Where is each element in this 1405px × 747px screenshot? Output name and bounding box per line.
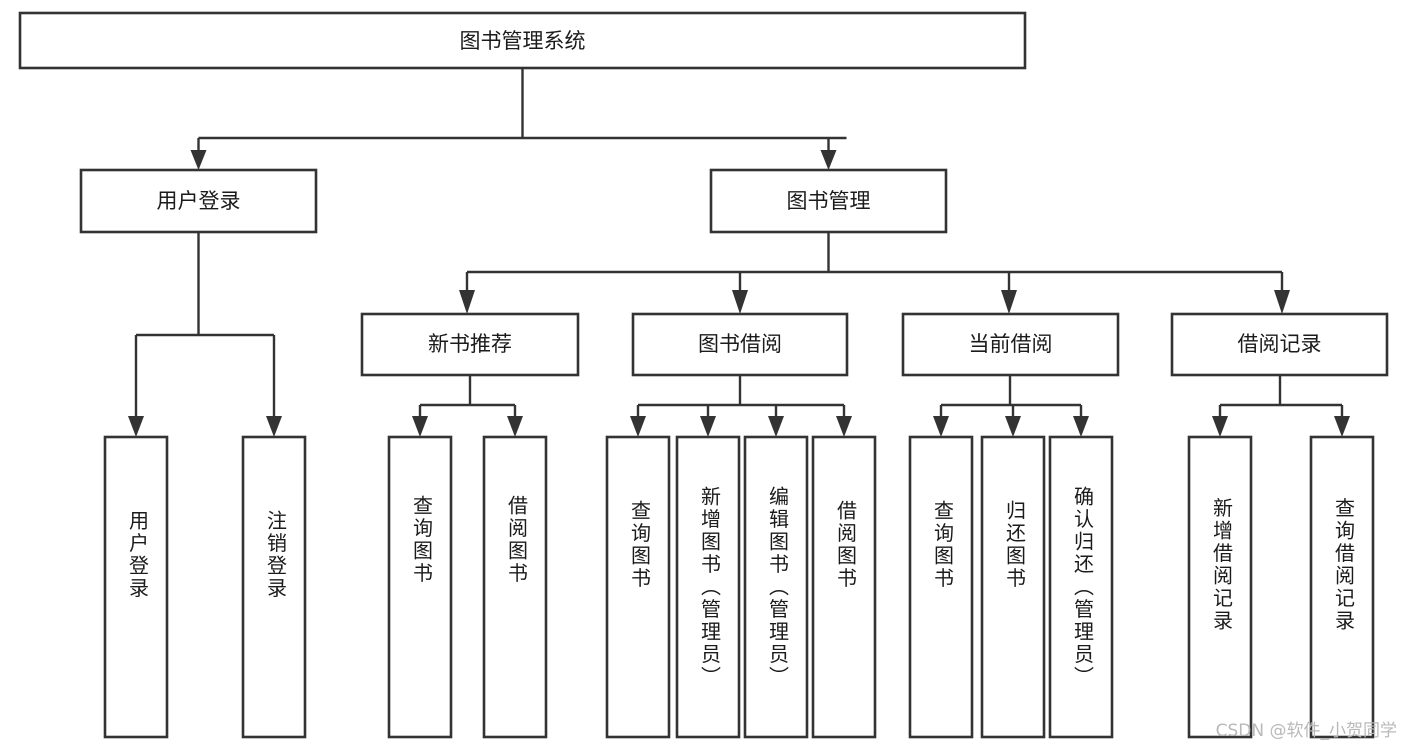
node-leaf-logout[interactable]: 注销登录 [241,435,307,739]
node-leaf-query-borrow-record[interactable]: 查询借阅记录 [1309,435,1375,739]
node-leaf-borrow-book-rec[interactable]: 借阅图书 [482,435,548,739]
node-leaf-borrow-book-rec-label: 借阅图书 [505,495,529,585]
arrow-current-leaf-3 [1073,416,1089,437]
connectors [128,68,1350,437]
node-leaf-return-book-label: 归还图书 [1003,500,1027,590]
node-current-borrow-label: 当前借阅 [969,332,1053,356]
arrow-borrow-leaf-1 [630,416,646,437]
node-user-login-rect[interactable] [79,168,318,234]
node-borrow-record[interactable]: 借阅记录 [1170,312,1389,377]
node-leaf-query-borrow-record-label: 查询借阅记录 [1332,497,1356,632]
arrow-borrow-leaf-2 [700,416,716,437]
arrow-userlogin-leaf-2 [266,416,282,437]
node-leaf-confirm-return-admin-rect[interactable] [1048,435,1114,739]
arrow-record-leaf-1 [1212,416,1228,437]
node-leaf-user-login-rect[interactable] [103,435,169,739]
arrow-borrow-leaf-3 [768,416,784,437]
node-leaf-query-book-borrow[interactable]: 查询图书 [605,435,671,739]
node-leaf-logout-rect[interactable] [241,435,307,739]
node-new-book-recommend[interactable]: 新书推荐 [360,312,580,377]
arrow-bookmgmt-to-record [1274,290,1290,314]
node-leaf-query-book-borrow-rect[interactable] [605,435,671,739]
node-user-login-label: 用户登录 [157,189,241,213]
arrow-bookmgmt-to-newbook [459,290,475,314]
node-leaf-add-borrow-record-rect[interactable] [1187,435,1253,739]
node-book-borrow-rect[interactable] [631,312,849,377]
node-leaf-add-book-admin[interactable]: 新增图书（管理员） [675,435,741,739]
node-leaf-user-login-label: 用户登录 [126,510,150,600]
arrow-current-leaf-2 [1005,416,1021,437]
arrow-newbook-leaf-2 [507,416,523,437]
arrow-newbook-leaf-1 [412,416,428,437]
node-leaf-add-book-admin-label: 新增图书（管理员） [698,485,722,688]
node-leaf-edit-book-admin-rect[interactable] [743,435,809,739]
node-leaf-query-book-current-rect[interactable] [908,435,974,739]
node-root-rect[interactable] [18,11,1027,70]
node-root[interactable]: 图书管理系统 [18,11,1027,70]
node-leaf-borrow-book-rec-rect[interactable] [482,435,548,739]
node-book-borrow[interactable]: 图书借阅 [631,312,849,377]
node-book-management-label: 图书管理 [787,189,871,213]
node-leaf-confirm-return-admin-label: 确认归还（管理员） [1071,485,1095,688]
arrow-bookmgmt-to-current [1001,290,1017,314]
node-leaf-edit-book-admin-label: 编辑图书（管理员） [766,485,790,688]
node-leaf-user-login[interactable]: 用户登录 [103,435,169,739]
node-leaf-add-book-admin-rect[interactable] [675,435,741,739]
node-user-login[interactable]: 用户登录 [79,168,318,234]
node-leaf-confirm-return-admin[interactable]: 确认归还（管理员） [1048,435,1114,739]
arrow-userlogin-leaf-1 [128,416,144,437]
arrow-root-to-book-mgmt [820,150,837,170]
node-leaf-query-book-current[interactable]: 查询图书 [908,435,974,739]
arrow-borrow-leaf-4 [836,416,852,437]
arrow-record-leaf-2 [1334,416,1350,437]
node-leaf-query-book-borrow-label: 查询图书 [628,500,652,590]
node-leaf-return-book[interactable]: 归还图书 [980,435,1046,739]
node-leaf-query-book-current-label: 查询图书 [931,500,955,590]
node-leaf-logout-label: 注销登录 [264,510,288,600]
node-leaf-query-book-rec[interactable]: 查询图书 [387,435,453,739]
node-current-borrow[interactable]: 当前借阅 [901,312,1120,377]
node-root-label: 图书管理系统 [460,29,586,53]
node-leaf-edit-book-admin[interactable]: 编辑图书（管理员） [743,435,809,739]
arrow-current-leaf-1 [933,416,949,437]
node-new-book-recommend-rect[interactable] [360,312,580,377]
arrow-bookmgmt-to-borrow [732,290,748,314]
node-leaf-return-book-rect[interactable] [980,435,1046,739]
node-leaf-borrow-book[interactable]: 借阅图书 [811,435,877,739]
node-leaf-add-borrow-record-label: 新增借阅记录 [1210,497,1234,632]
node-borrow-record-label: 借阅记录 [1238,332,1322,356]
node-current-borrow-rect[interactable] [901,312,1120,377]
node-leaf-query-book-rec-label: 查询图书 [410,495,434,585]
node-leaf-query-book-rec-rect[interactable] [387,435,453,739]
node-leaf-query-borrow-record-rect[interactable] [1309,435,1375,739]
node-book-management[interactable]: 图书管理 [709,168,948,234]
node-book-management-rect[interactable] [709,168,948,234]
node-new-book-recommend-label: 新书推荐 [428,332,512,356]
node-book-borrow-label: 图书借阅 [698,332,782,356]
node-borrow-record-rect[interactable] [1170,312,1389,377]
node-leaf-borrow-book-label: 借阅图书 [834,500,858,590]
node-leaf-borrow-book-rect[interactable] [811,435,877,739]
arrow-root-to-user-login [190,150,207,170]
node-leaf-add-borrow-record[interactable]: 新增借阅记录 [1187,435,1253,739]
